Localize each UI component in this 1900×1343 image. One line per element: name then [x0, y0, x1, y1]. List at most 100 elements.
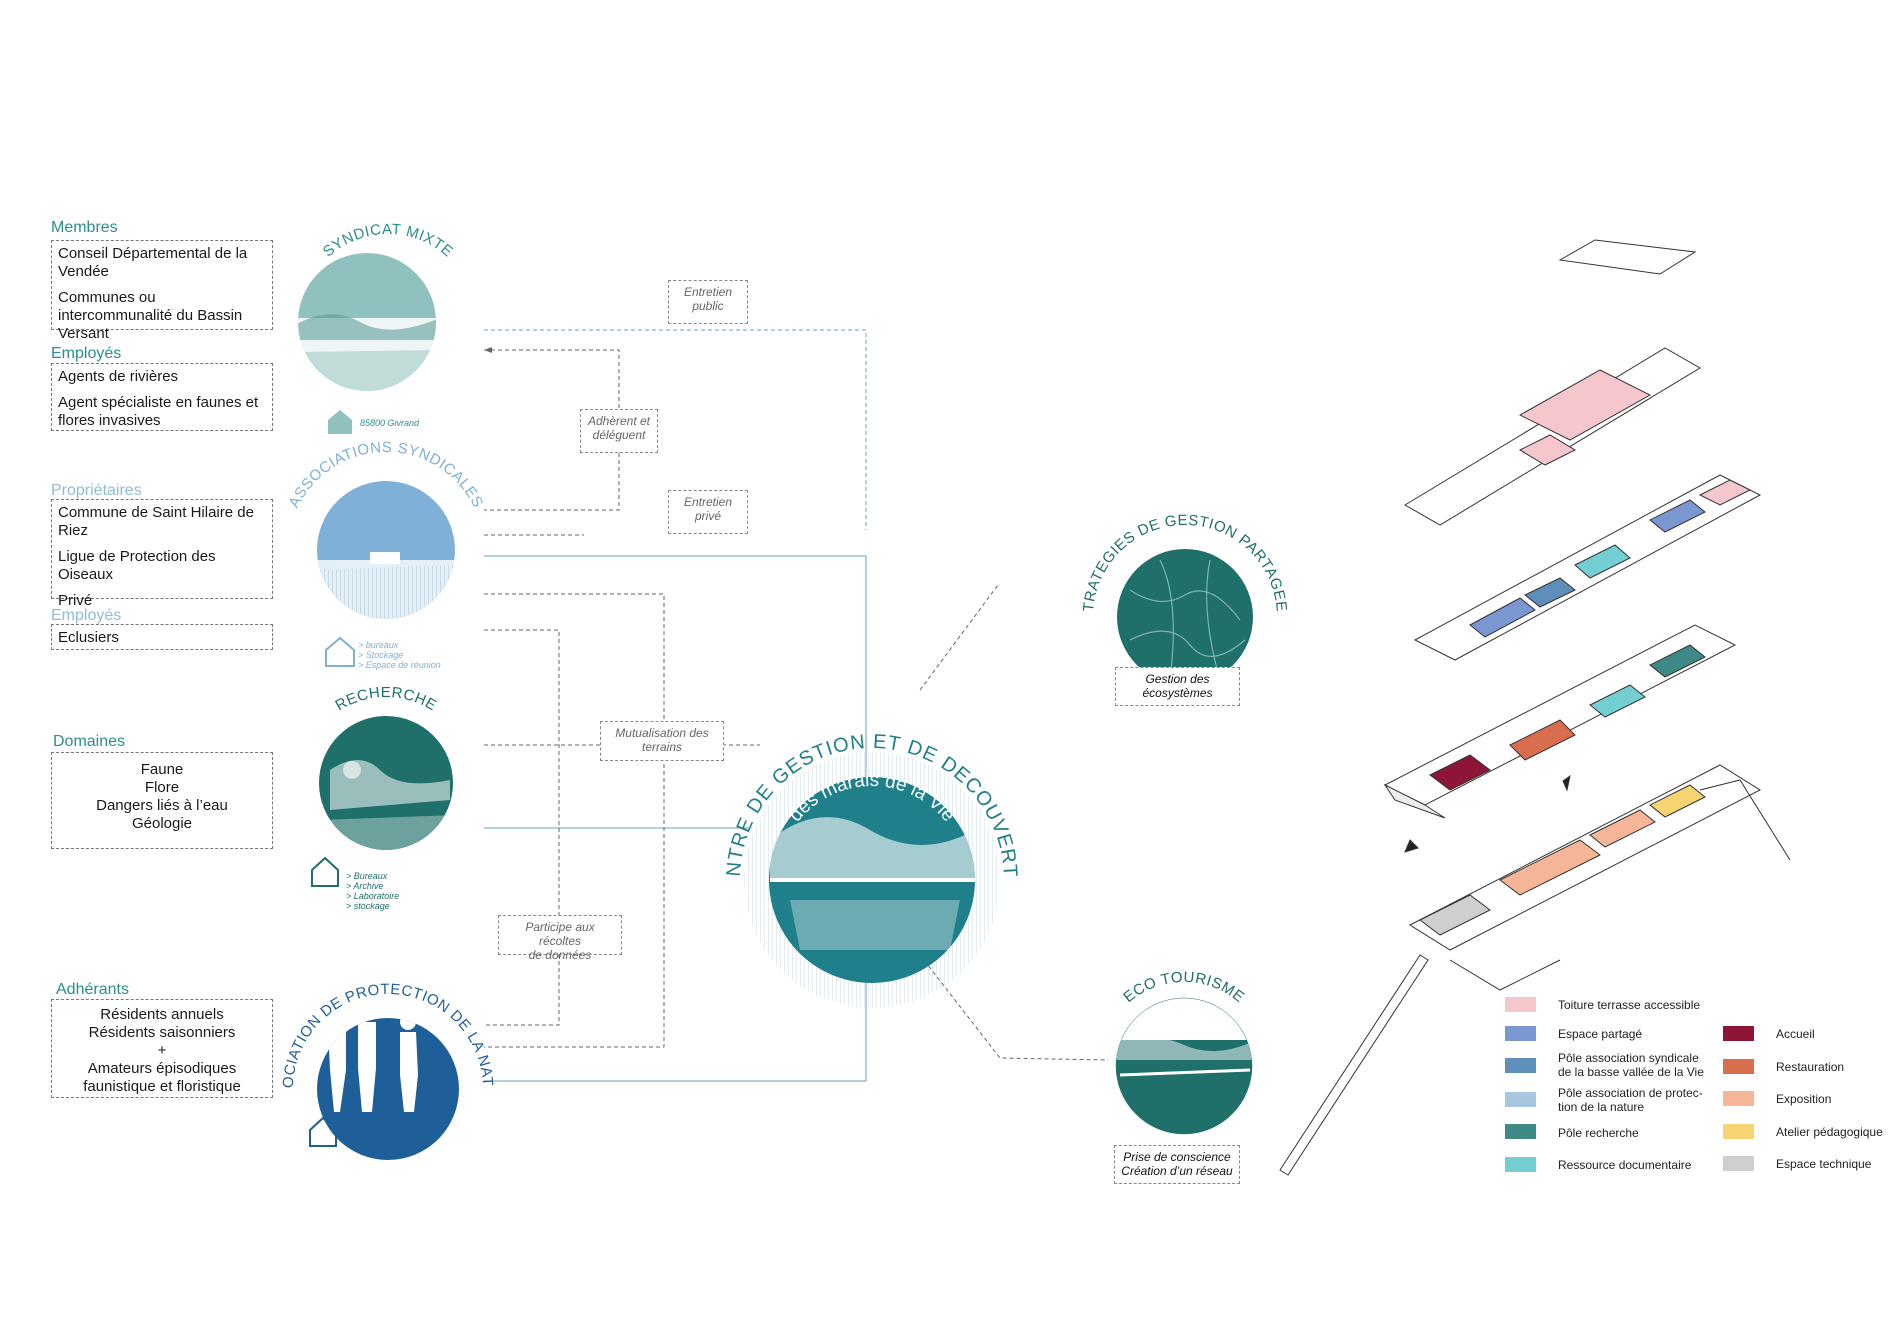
list-item: Géologie [131, 815, 193, 832]
employes2-box: Eclusiers [51, 624, 273, 650]
note-line: > Bureaux [346, 871, 388, 881]
note-line: > Archive [346, 881, 384, 891]
svg-text:SYNDICAT MIXTE: SYNDICAT MIXTE [320, 221, 457, 261]
legend-swatch [1723, 1124, 1754, 1139]
membres-box: Conseil Départemental de la Vendée Commu… [51, 240, 273, 342]
note-line: > Locaux pour se réunir [346, 1128, 441, 1138]
label-line: terrains [641, 740, 682, 754]
legend-line: de la basse vallée de la Vie [1558, 1065, 1704, 1079]
employes-box: Agents de rivières Agent spécialiste en … [51, 363, 273, 431]
domaines-title: Domaines [53, 733, 126, 750]
list-item: Faune [140, 761, 184, 778]
label-line: Adhèrent et [587, 414, 651, 428]
employes-title: Employés [51, 345, 122, 362]
legend-swatch [1505, 1058, 1536, 1073]
legend-label: Accueil [1776, 1027, 1815, 1041]
legend-label: Restauration [1776, 1060, 1845, 1074]
label-line: Entretien [683, 285, 733, 299]
building-icon [311, 856, 339, 887]
label-line: Prise de conscience [1123, 1150, 1231, 1164]
svg-text:RECHERCHE: RECHERCHE [332, 684, 439, 714]
label-line: Entretien [683, 495, 733, 509]
associations-notes: > bureaux > Stockage > Espace de réunion [358, 640, 441, 670]
label-line: Création d’un réseau [1121, 1164, 1233, 1178]
label-line: écosystèmes [1142, 686, 1213, 700]
list-item: Communes ou intercommunalité du Bassin V… [58, 289, 243, 342]
label-adherent: Adhèrent et déléguent [580, 409, 658, 453]
legend-swatch [1723, 1091, 1754, 1106]
domaines-box: Faune Flore Dangers liés à l’eau Géologi… [51, 752, 273, 849]
list-item: Flore [144, 779, 180, 796]
note-line: > stockage [346, 901, 390, 911]
syndicat-note: 85800 Givrand [360, 418, 420, 428]
outcome-prise: Prise de conscience Création d’un réseau [1114, 1145, 1240, 1184]
label-entretien-prive: Entretien privé [668, 490, 748, 534]
syndicat-title: SYNDICAT MIXTE [320, 221, 456, 261]
list-item: Résidents saisonniers [88, 1024, 236, 1041]
protection-notes: > Locaux pour se réunir > Transmission [346, 1128, 441, 1148]
adherants-box: Résidents annuels Résidents saisonniers … [51, 999, 273, 1098]
building-icon [325, 636, 355, 667]
legend-label: Exposition [1776, 1092, 1832, 1106]
list-item: + [157, 1042, 167, 1059]
label-line: Mutualisation des [615, 726, 709, 740]
roof-slab [1558, 239, 1697, 275]
legend-swatch [1723, 1059, 1754, 1074]
membres-title: Membres [51, 219, 118, 236]
legend-swatch [1505, 1157, 1536, 1172]
note-line: > Transmission [346, 1138, 407, 1148]
svg-text:CENTRE DE GESTION ET DE DECOUV: CENTRE DE GESTION ET DE DECOUVERTES [0, 0, 1021, 878]
legend-label: Atelier pédagogique [1776, 1125, 1883, 1139]
adherants-title: Adhérants [56, 981, 129, 998]
legend-swatch [1723, 1156, 1754, 1171]
building-icon [328, 410, 352, 434]
legend-line: Pôle association de protec- [1558, 1086, 1703, 1100]
list-item: Commune de Saint Hilaire de Riez [58, 504, 254, 539]
recherche-notes: > Bureaux > Archive > Laboratoire > stoc… [346, 871, 399, 911]
legend-swatch [1505, 997, 1536, 1012]
list-item: faunistique et floristique [83, 1078, 241, 1095]
building-icon [309, 1116, 337, 1147]
label-mutualisation: Mutualisation des terrains [600, 721, 724, 761]
label-line: privé [694, 509, 721, 523]
legend-label: Toiture terrasse accessible [1558, 998, 1701, 1012]
list-item: Agent spécialiste en faunes et flores in… [58, 394, 259, 429]
label-line: public [692, 299, 724, 313]
note-line: > Stockage [358, 650, 404, 660]
list-item: Conseil Départemental de la Vendée [58, 245, 248, 280]
legend-swatch [1505, 1092, 1536, 1107]
ramp [1279, 954, 1429, 1176]
arrow-head-icon [484, 347, 492, 353]
legend-label: Espace technique [1776, 1157, 1872, 1171]
legend-label: Espace partagé [1558, 1027, 1643, 1041]
label-line: de données [528, 948, 592, 962]
outcome-gestion: Gestion des écosystèmes [1115, 667, 1240, 706]
employes2-title: Employés [51, 607, 122, 624]
note-line: > Laboratoire [346, 891, 400, 901]
axonometric-building [1279, 239, 1791, 1176]
legend-label: Pôle association syndicale de la basse v… [1558, 1051, 1704, 1079]
label-line: déléguent [592, 428, 646, 442]
label-line: Participe aux récoltes [525, 920, 595, 948]
legend-label: Pôle association de protec- tion de la n… [1558, 1086, 1703, 1114]
proprietaires-title: Propriétaires [51, 482, 142, 499]
centre-title: CENTRE DE GESTION ET DE DECOUVERTES [0, 0, 1020, 878]
syndicat-circle: SYNDICAT MIXTE [298, 221, 457, 434]
list-item: Amateurs épisodiques [87, 1060, 237, 1077]
recherche-circle: RECHERCHE [311, 684, 453, 887]
list-item: Résidents annuels [100, 1006, 224, 1023]
dashed-flows [484, 349, 1109, 1061]
list-item: Dangers liés à l’eau [96, 797, 228, 814]
note-line: > Espace de réunion [358, 660, 441, 670]
legend-label: Pôle recherche [1558, 1126, 1639, 1140]
list-item: Privé [58, 592, 93, 609]
list-item: Ligue de Protection des Oiseaux [58, 548, 216, 583]
list-item: Agents de rivières [58, 368, 179, 385]
associations-circle: ASSOCIATIONS SYNDICALES [285, 439, 486, 667]
recherche-title: RECHERCHE [332, 684, 439, 714]
legend-label: Ressource documentaire [1558, 1158, 1692, 1172]
label-participe: Participe aux récoltes de données [498, 915, 622, 962]
eco-circle: ECO TOURISME [1115, 969, 1253, 1135]
proprietaires-box: Commune de Saint Hilaire de Riez Ligue d… [51, 499, 273, 609]
